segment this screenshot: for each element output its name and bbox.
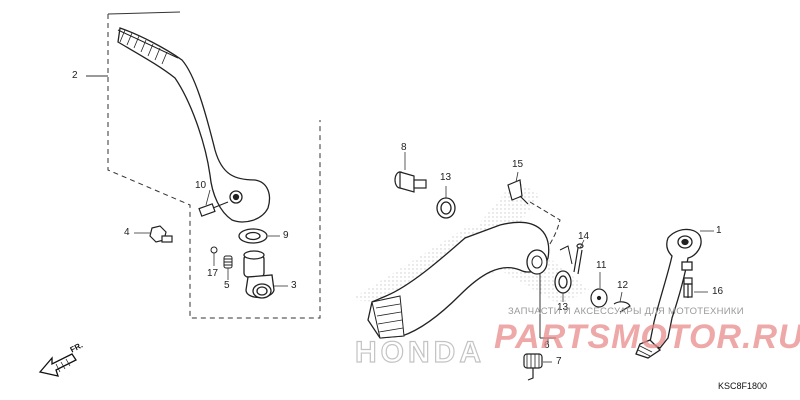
watermark-caption: ЗАПЧАСТИ И АКСЕССУАРЫ ДЛЯ МОТОТЕХНИКИ xyxy=(508,306,744,317)
spring-7 xyxy=(523,353,543,381)
callout-6: 6 xyxy=(544,340,550,351)
callout-4: 4 xyxy=(124,227,130,238)
leader-10 xyxy=(205,189,211,206)
brake-pedal-6 xyxy=(367,201,573,339)
diagram-code: KSC8F1800 xyxy=(718,381,768,391)
collar-13-upper xyxy=(436,197,456,219)
honda-brand-text: HONDA xyxy=(355,336,485,369)
front-direction-arrow xyxy=(38,353,77,377)
callout-9: 9 xyxy=(283,230,289,241)
bolt-10 xyxy=(198,201,229,217)
spring-5 xyxy=(223,255,233,269)
callout-17: 17 xyxy=(207,268,219,279)
callout-7: 7 xyxy=(556,356,562,367)
bolt-4 xyxy=(149,225,173,243)
callout-13-lower: 13 xyxy=(557,302,569,313)
callout-11: 11 xyxy=(596,260,607,271)
callout-14: 14 xyxy=(578,231,590,242)
washer-11 xyxy=(590,288,608,308)
watermark-logo: PARTSMOTOR.RU xyxy=(494,318,800,356)
clip-12 xyxy=(613,301,631,313)
spindle-holder-3 xyxy=(243,250,275,299)
callout-1: 1 xyxy=(716,225,722,236)
cotter-pin-14 xyxy=(573,243,584,275)
callout-16: 16 xyxy=(712,286,724,297)
washer-9 xyxy=(238,228,268,244)
callout-12: 12 xyxy=(617,280,629,291)
callout-15: 15 xyxy=(512,159,524,170)
collar-13-lower xyxy=(554,270,572,294)
callout-10: 10 xyxy=(195,180,207,191)
callout-5: 5 xyxy=(224,280,230,291)
leader-15 xyxy=(515,171,519,183)
gearshift-pedal-1 xyxy=(635,228,702,359)
leader-14 xyxy=(579,239,585,249)
ball-17 xyxy=(210,246,218,254)
callout-8: 8 xyxy=(401,142,407,153)
kick-starter-arm xyxy=(117,27,271,223)
kick-starter-group-outline xyxy=(107,11,321,319)
callout-13-upper: 13 xyxy=(440,172,452,183)
callout-2: 2 xyxy=(72,70,78,81)
leader-12 xyxy=(619,291,623,303)
pivot-bolt-8 xyxy=(394,171,427,193)
bolt-16 xyxy=(683,277,693,298)
callout-3: 3 xyxy=(291,280,297,291)
